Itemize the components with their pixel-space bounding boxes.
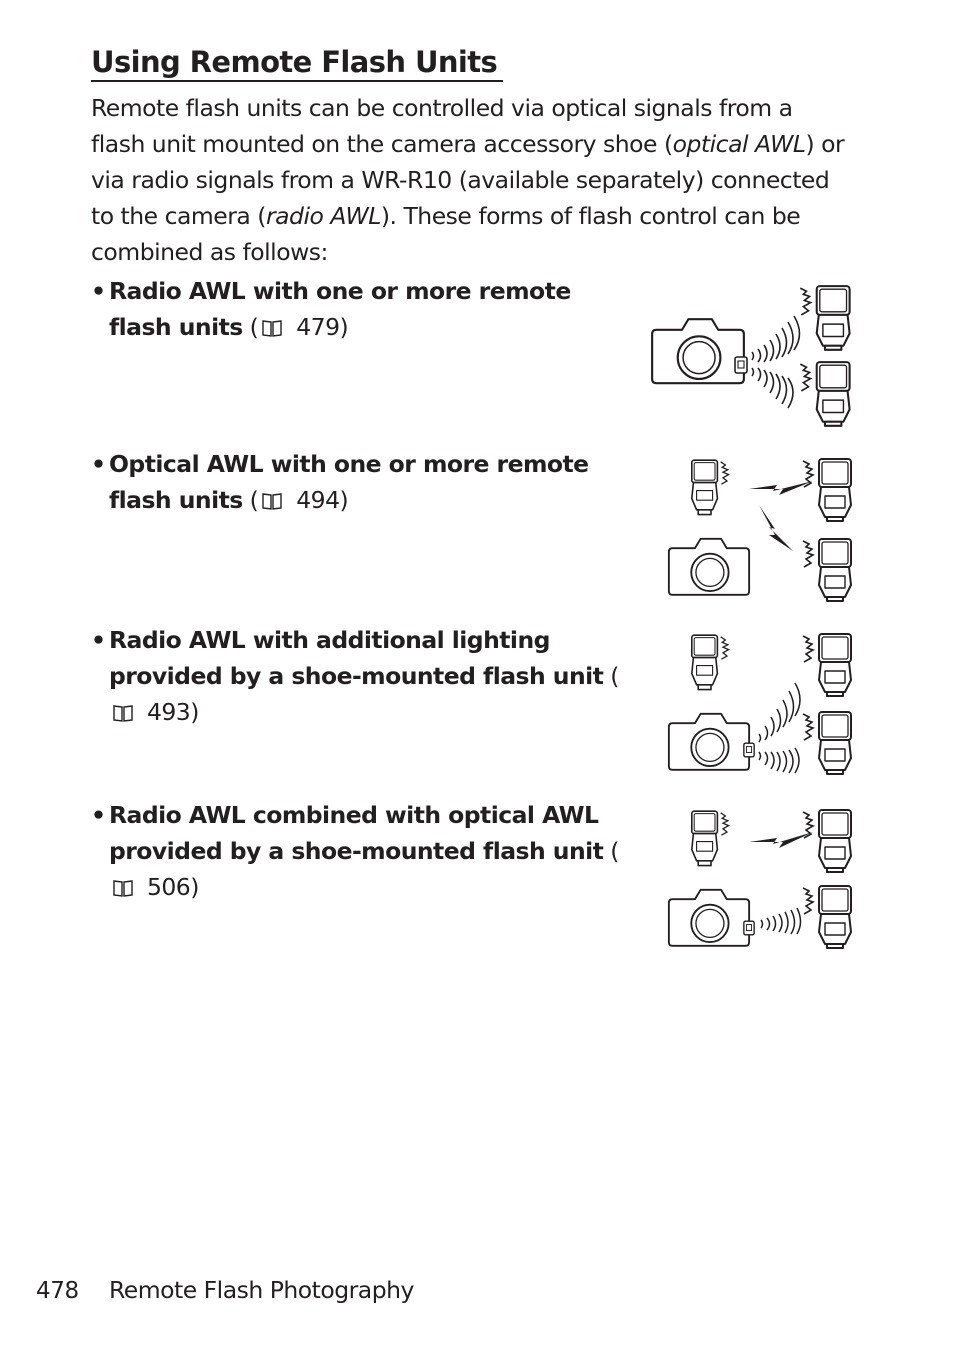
remote-flash-icon xyxy=(802,458,852,522)
radio-awl-shoe-flash-illustration xyxy=(667,633,852,775)
item-heading: Optical AWL with one or more remote flas… xyxy=(109,450,589,514)
camera-icon xyxy=(667,888,751,947)
wireless-transmitter-icon xyxy=(734,356,748,374)
page-title: Using Remote Flash Units xyxy=(91,45,498,79)
bullet: • xyxy=(91,277,106,305)
remote-flash-icon xyxy=(802,711,852,775)
paren-close: ) xyxy=(339,313,349,341)
shoe-flash-icon xyxy=(690,634,730,691)
section-title: Remote Flash Photography xyxy=(109,1276,414,1304)
remote-flash-icon xyxy=(802,809,852,873)
remote-flash-icon xyxy=(799,285,851,351)
radio-optical-combined-illustration xyxy=(667,809,852,949)
radio-awl-illustration xyxy=(651,285,851,427)
bullet: • xyxy=(91,626,106,654)
remote-flash-icon xyxy=(802,885,852,949)
book-icon xyxy=(262,320,282,337)
intro-text-3: ). These forms of flash control can be c… xyxy=(91,202,801,266)
paren-open: ( xyxy=(242,486,259,514)
book-icon xyxy=(113,705,133,722)
optical-signal-icon xyxy=(749,832,813,848)
remote-flash-icon xyxy=(799,361,851,427)
wireless-transmitter-icon xyxy=(743,742,755,758)
list-item-radio-awl: • Radio AWL with one or more remote flas… xyxy=(91,273,591,345)
shoe-flash-icon xyxy=(690,810,730,867)
list-item-radio-optical-combined: • Radio AWL combined with optical AWL pr… xyxy=(91,797,626,905)
camera-icon xyxy=(667,537,751,596)
intro-text-2: ) or via radio signals from a WR-R10 (av… xyxy=(91,130,845,230)
shoe-flash-icon xyxy=(690,459,730,516)
paren-open: ( xyxy=(603,662,619,690)
intro-em-radio-awl: radio AWL xyxy=(265,202,381,230)
optical-signal-icon xyxy=(749,481,813,551)
page-number: 478 xyxy=(36,1278,79,1304)
book-icon xyxy=(113,880,133,897)
paren-close: ) xyxy=(190,873,199,901)
page-ref-link[interactable]: 479 xyxy=(296,313,340,341)
page-ref-link[interactable]: 494 xyxy=(296,486,340,514)
bullet: • xyxy=(91,450,106,478)
camera-icon xyxy=(667,712,751,771)
paren-close: ) xyxy=(339,486,349,514)
paren-close: ) xyxy=(190,698,199,726)
paren-open: ( xyxy=(603,837,619,865)
optical-awl-illustration xyxy=(667,458,852,602)
item-heading: Radio AWL with one or more remote flash … xyxy=(109,277,571,341)
radio-waves-icon xyxy=(751,315,801,409)
remote-flash-icon xyxy=(802,538,852,602)
item-heading: Radio AWL combined with optical AWL prov… xyxy=(109,801,604,865)
wireless-transmitter-icon xyxy=(743,920,755,936)
paren-open: ( xyxy=(242,313,259,341)
intro-paragraph: Remote flash units can be controlled via… xyxy=(91,90,851,270)
page-ref-link[interactable]: 493 xyxy=(147,698,191,726)
book-icon xyxy=(262,493,282,510)
remote-flash-icon xyxy=(802,633,852,697)
list-item-optical-awl: • Optical AWL with one or more remote fl… xyxy=(91,446,611,518)
intro-em-optical-awl: optical AWL xyxy=(672,130,806,158)
title-underline xyxy=(91,80,503,82)
page-ref-link[interactable]: 506 xyxy=(147,873,191,901)
radio-waves-icon xyxy=(760,907,802,935)
bullet: • xyxy=(91,801,106,829)
intro-text-1: Remote flash units can be controlled via… xyxy=(91,94,793,158)
item-heading: Radio AWL with additional lighting provi… xyxy=(109,626,604,690)
camera-icon xyxy=(651,318,745,385)
list-item-radio-awl-shoe-flash: • Radio AWL with additional lighting pro… xyxy=(91,622,626,730)
radio-waves-icon xyxy=(758,682,801,774)
